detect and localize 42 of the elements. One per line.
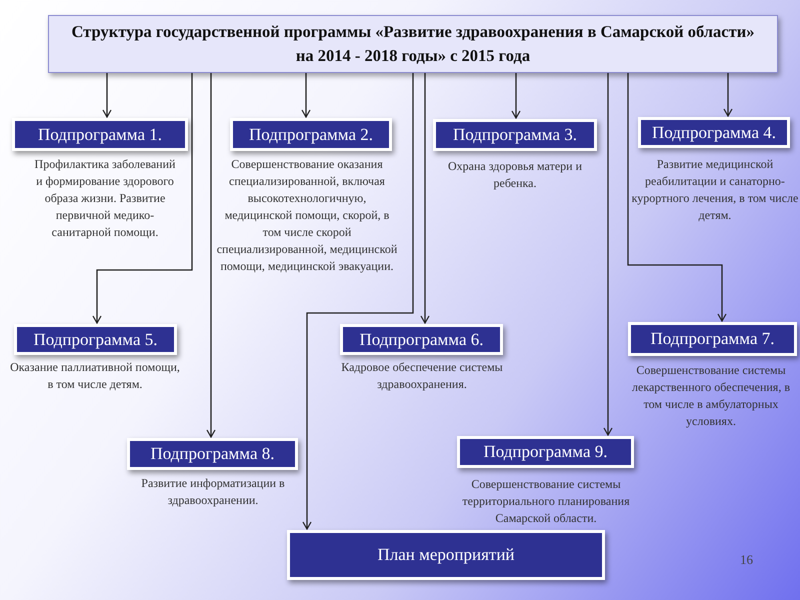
box-label: Подпрограмма 8. xyxy=(150,443,274,465)
connector-arrow xyxy=(92,73,193,324)
connector-arrow xyxy=(301,73,311,118)
subprogram-box xyxy=(433,119,597,151)
description-text: Развитие информатизации в здравоохранении. xyxy=(140,475,286,509)
connector-arrow xyxy=(302,73,414,530)
connector-arrow xyxy=(511,73,521,119)
box-label: План мероприятий xyxy=(377,544,515,566)
subprogram-box xyxy=(14,324,177,355)
box-label: Подпрограмма 9. xyxy=(484,441,608,463)
subprogram-box xyxy=(127,438,298,470)
box-label: Подпрограмма 1. xyxy=(38,124,162,146)
connector-arrow xyxy=(206,73,216,438)
description-text: Совершенствование системы территориального планирования Самарской области. xyxy=(461,476,631,527)
connector-arrow xyxy=(420,73,430,324)
box-label: Подпрограмма 5. xyxy=(34,328,158,350)
subprogram-box xyxy=(457,436,634,468)
subprogram-box xyxy=(230,118,392,151)
connector-arrow xyxy=(723,73,733,117)
title-text: Структура государственной программы «Развитие здравоохранения в Самарской области» на 2014 - 2018 годы» с 2015 года xyxy=(70,21,756,67)
box-label: Подпрограмма 7. xyxy=(650,328,774,350)
description-text: Кадровое обеспечение системы здравоохранения. xyxy=(340,359,504,393)
connector-arrow xyxy=(102,73,112,118)
description-text: Охрана здоровья матери и ребенка. xyxy=(447,158,583,192)
description-text: Оказание паллиативной помощи, в том числе детям. xyxy=(10,359,180,393)
title-box xyxy=(48,15,778,73)
description-text: Профилактика заболеваний и формирование здорового образа жизни. Развитие первичной медико-санитарной помощи. xyxy=(34,156,176,241)
box-label: Подпрограмма 2. xyxy=(249,124,373,146)
slide-number: 16 xyxy=(740,551,753,569)
box-label: Подпрограмма 3. xyxy=(453,124,577,146)
subprogram-box xyxy=(12,118,188,151)
description-text: Совершенствование оказания специализированной, включая высокотехнологичную, медицинской помощи, скорой, в том числе скорой специализированной, медицинской помощи, медицинской эвакуации. xyxy=(216,156,398,275)
plan-box xyxy=(287,530,605,580)
description-text: Совершенствование системы лекарственного обеспечения, в том числе в амбулаторных условиях. xyxy=(631,362,791,430)
connector-arrow xyxy=(627,73,727,322)
box-label: Подпрограмма 6. xyxy=(360,328,484,350)
subprogram-box xyxy=(628,322,797,356)
connector-arrow xyxy=(603,73,613,436)
description-text: Развитие медицинской реабилитации и санаторно-курортного лечения, в том числе детям. xyxy=(630,156,800,224)
subprogram-box xyxy=(638,117,790,148)
box-label: Подпрограмма 4. xyxy=(652,122,776,144)
subprogram-box xyxy=(340,324,503,355)
